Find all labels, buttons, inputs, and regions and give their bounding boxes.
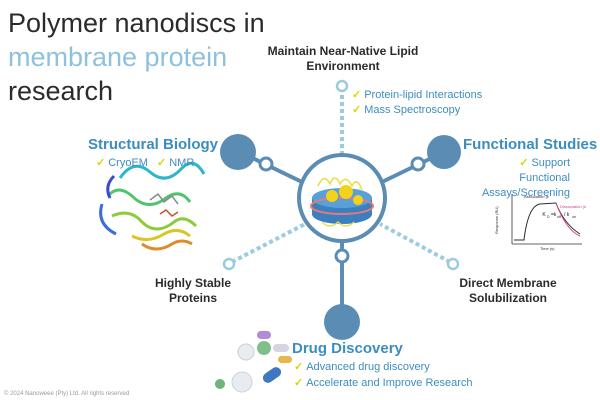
svg-text:on: on [572, 215, 576, 219]
pills-icon [215, 331, 292, 393]
svg-text:K: K [542, 212, 546, 218]
check-icon: ✓ [519, 157, 529, 169]
structural-items: ✓CryoEM ✓NMR [96, 157, 195, 169]
svg-text:off: off [557, 215, 561, 219]
functional-item-2: Assays/Screening [481, 187, 570, 199]
copyright-notice: © 2024 Nanoweee (Pty) Ltd. All rights re… [4, 391, 130, 397]
svg-text:D: D [547, 215, 550, 219]
nanodisc-icon [310, 177, 374, 227]
functional-item-1: ✓Support Functional [519, 157, 570, 184]
title-line-1: Polymer nanodiscs in [8, 8, 265, 38]
svg-text:/ k: / k [564, 212, 570, 218]
page-title: Polymer nanodiscs in membrane protein re… [8, 6, 265, 108]
title-line-2: membrane protein [8, 42, 228, 72]
check-icon: ✓ [294, 377, 304, 389]
functional-items: ✓Support Functional Assays/Screening [468, 156, 570, 201]
check-icon: ✓ [96, 157, 106, 169]
check-icon: ✓ [352, 104, 362, 116]
sensorgram-chart: K D =k off / k on [511, 194, 582, 245]
node-dot-top [335, 79, 349, 93]
sensorgram-dissociation: Dissociation (k [560, 204, 587, 209]
node-dot-stable [222, 257, 236, 271]
svg-text:=k: =k [551, 212, 557, 218]
check-icon: ✓ [352, 89, 362, 101]
drug-item-1: ✓Advanced drug discovery [294, 361, 430, 373]
node-functional [427, 135, 461, 169]
check-icon: ✓ [157, 157, 167, 169]
top-item-2: ✓Mass Spectroscopy [352, 104, 461, 116]
label-native-lipid: Maintain Near-Native Lipid Environment [267, 44, 419, 73]
label-highly-stable: Highly Stable Proteins [154, 276, 231, 305]
label-structural-biology: Structural Biology [88, 136, 219, 153]
node-drug [324, 304, 360, 340]
node-dot-structural [258, 156, 274, 172]
node-dot-functional [410, 156, 426, 172]
sensorgram-association: Association (k [524, 194, 549, 199]
node-structural [220, 134, 256, 170]
check-icon: ✓ [294, 361, 304, 373]
sensorgram-xlabel: Time (s) [540, 246, 555, 251]
connector-solubilization [379, 222, 451, 264]
sensorgram-ylabel: Response (RU) [494, 206, 499, 234]
title-line-3: research [8, 76, 114, 106]
node-dot-drug [334, 248, 350, 264]
label-functional-studies: Functional Studies [463, 136, 598, 153]
label-drug-discovery: Drug Discovery [292, 340, 403, 357]
connector-stable [231, 222, 306, 264]
node-dot-solubilization [446, 257, 460, 271]
protein-structure-icon [99, 161, 206, 251]
label-direct-solubilization: Direct Membrane Solubilization [459, 276, 557, 305]
drug-item-2: ✓Accelerate and Improve Research [294, 377, 473, 389]
top-item-1: ✓Protein-lipid Interactions [352, 89, 483, 101]
